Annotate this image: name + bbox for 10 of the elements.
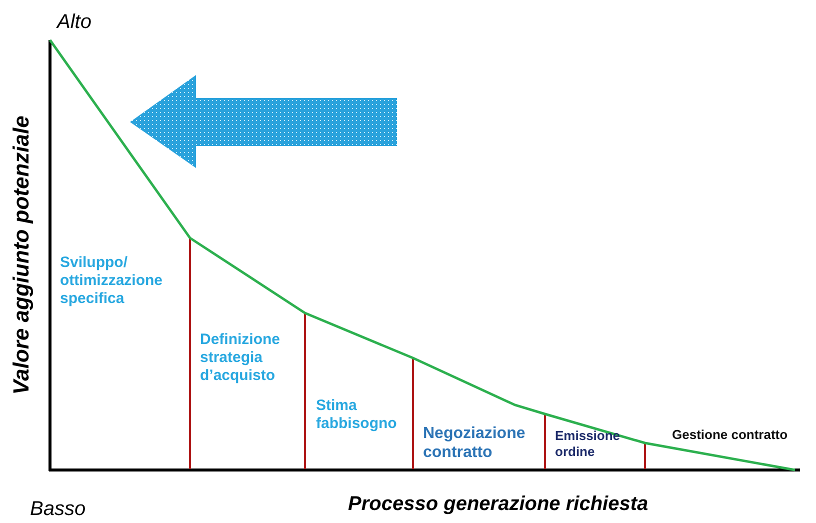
axis-label: Alto (57, 10, 92, 34)
axis-label: Basso (30, 497, 86, 521)
axis-title: Processo generazione richiesta (348, 492, 648, 516)
phase-label: Sviluppo/ ottimizzazione specifica (60, 254, 164, 308)
phase-label: Gestione contratto (672, 427, 788, 443)
axis-title: Valore aggiunto potenziale (8, 115, 35, 395)
phase-label: Stima fabbisogno (316, 397, 398, 433)
phase-label: Negoziazione contratto (423, 424, 526, 462)
phase-label: Emissione ordine (555, 428, 622, 460)
phase-label: Definizione strategia d’acquisto (200, 331, 282, 385)
